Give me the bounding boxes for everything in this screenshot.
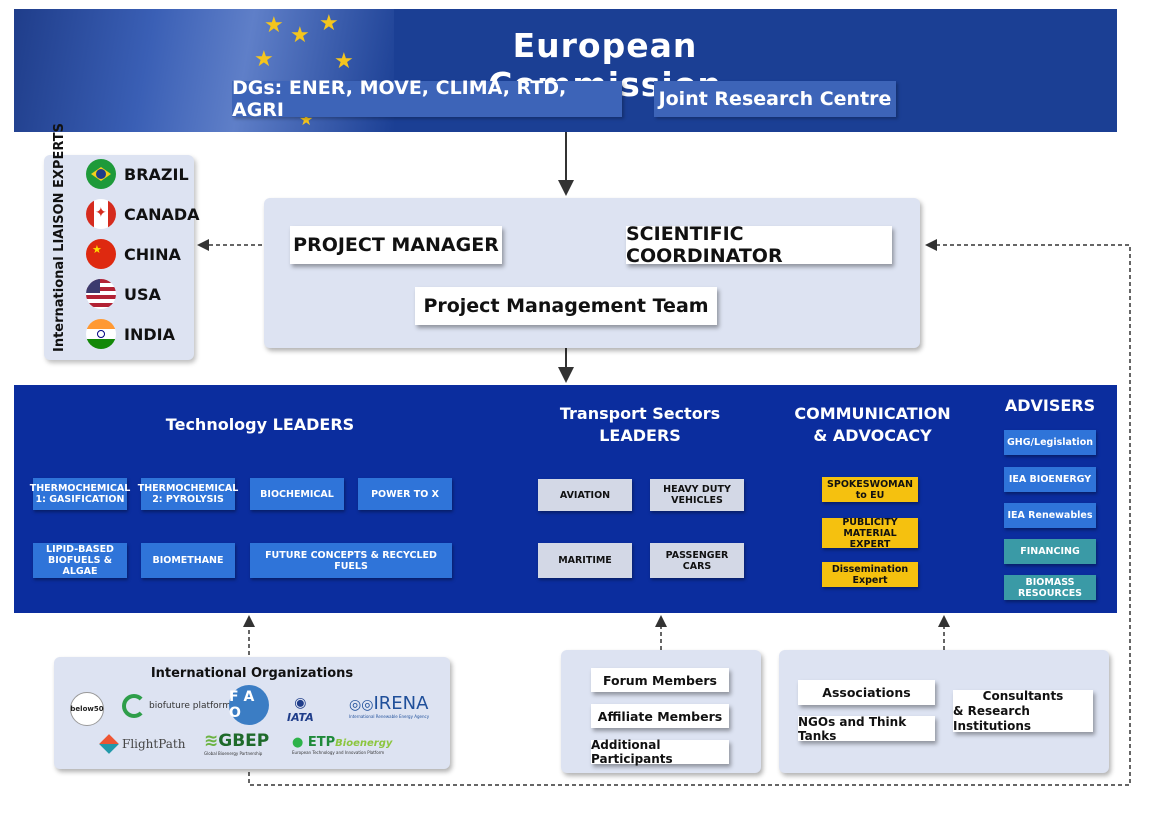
tech-item: POWER TO X — [358, 478, 452, 510]
country-china: ★ CHINA — [86, 239, 200, 269]
logo-area: below50 biofuture platform F A O ◉ IATA … — [54, 657, 450, 769]
country-brazil: BRAZIL — [86, 159, 200, 189]
china-flag-icon: ★ — [86, 239, 116, 269]
etp-logo: ● ETPBioenergy European Technology and I… — [292, 735, 392, 755]
flightpath-logo: FlightPath — [99, 734, 186, 754]
dgs-box: DGs: ENER, MOVE, CLIMA, RTD, AGRI — [232, 77, 622, 121]
tech-item: FUTURE CONCEPTS & RECYCLED FUELS — [250, 543, 452, 578]
scientific-coordinator-box: SCIENTIFIC COORDINATOR — [626, 223, 892, 267]
communication-heading-line2: & ADVOCACY — [813, 426, 932, 445]
country-india: INDIA — [86, 319, 200, 349]
project-management-team-box: Project Management Team — [415, 287, 717, 325]
international-organizations-heading: International Organizations — [150, 666, 354, 681]
consultants-line2: & Research Institutions — [953, 703, 1032, 733]
project-manager-box: PROJECT MANAGER — [290, 226, 502, 264]
adviser-item: FINANCING — [1004, 539, 1096, 564]
iata-logo: ◉ IATA — [287, 695, 314, 724]
tech-item: LIPID-BASED BIOFUELS & ALGAE — [33, 543, 127, 578]
country-name: USA — [124, 284, 161, 304]
transport-item: MARITIME — [538, 543, 632, 578]
communication-item: Dissemination Expert — [822, 562, 918, 587]
transport-item: PASSENGER CARS — [650, 543, 744, 578]
gbep-logo: ≋GBEP Global Bioenergy Partnership — [204, 731, 269, 756]
technology-heading: Technology LEADERS — [165, 415, 355, 434]
transport-heading: Transport Sectors LEADERS — [545, 403, 735, 447]
tech-item: THERMOCHEMICAL 2: PYROLYSIS — [138, 478, 238, 510]
project-management-panel — [264, 198, 920, 348]
communication-heading-line1: COMMUNICATION — [794, 404, 951, 423]
below50-logo: below50 — [70, 692, 104, 726]
transport-heading-line1: Transport Sectors — [559, 404, 721, 423]
consultants-box: Consultants & Research Institutions — [953, 688, 1093, 733]
gbep-subtext: Global Bioenergy Partnership — [204, 751, 263, 756]
biofuture-logo: biofuture platform — [122, 691, 231, 721]
biofuture-swirl-icon — [122, 694, 146, 718]
biofuture-text: biofuture platform — [149, 701, 231, 711]
tech-item: THERMOCHEMICAL 1: GASIFICATION — [30, 478, 130, 510]
iata-text: IATA — [287, 711, 314, 724]
tech-item: BIOMETHANE — [141, 543, 235, 578]
irena-subtext: International Renewable Energy Agency — [349, 714, 430, 719]
india-flag-icon — [86, 319, 116, 349]
brazil-flag-icon — [86, 159, 116, 189]
adviser-item: GHG/Legislation — [1004, 430, 1096, 455]
fao-logo: F A O — [229, 685, 269, 725]
iata-globe-icon: ◉ — [294, 695, 307, 711]
adviser-item: BIOMASS RESOURCES — [1004, 575, 1096, 600]
etp-mark: ● ETPBioenergy — [292, 735, 393, 750]
country-name: BRAZIL — [124, 164, 189, 184]
communication-heading: COMMUNICATION & ADVOCACY — [790, 403, 955, 447]
advisers-heading: ADVISERS — [1004, 396, 1096, 415]
usa-flag-icon — [86, 279, 116, 309]
irena-mark: ◎◎IRENA — [349, 693, 429, 714]
tech-item: BIOCHEMICAL — [250, 478, 344, 510]
country-usa: USA — [86, 279, 200, 309]
jrc-box: Joint Research Centre — [654, 81, 896, 117]
transport-heading-line2: LEADERS — [599, 426, 681, 445]
country-name: CANADA — [124, 204, 200, 224]
country-list: BRAZIL ✦ CANADA ★ CHINA USA INDIA — [86, 159, 200, 349]
country-name: INDIA — [124, 324, 175, 344]
country-canada: ✦ CANADA — [86, 199, 200, 229]
consultants-line1: Consultants — [982, 688, 1064, 703]
gbep-mark: ≋GBEP — [204, 731, 270, 751]
flightpath-diamond-icon — [99, 734, 119, 754]
transport-item: AVIATION — [538, 479, 632, 511]
communication-item: PUBLICITY MATERIAL EXPERT — [822, 517, 918, 550]
ngos-box: NGOs and Think Tanks — [798, 715, 935, 743]
transport-item: HEAVY DUTY VEHICLES — [650, 479, 744, 511]
adviser-item: IEA Renewables — [1004, 503, 1096, 528]
liaison-label: International LIAISON EXPERTS — [52, 123, 67, 352]
affiliate-members-box: Affiliate Members — [591, 704, 729, 728]
feedback-loop-line — [248, 239, 1131, 786]
country-name: CHINA — [124, 244, 181, 264]
associations-box: Associations — [798, 680, 935, 705]
irena-logo: ◎◎IRENA International Renewable Energy A… — [349, 693, 429, 719]
canada-flag-icon: ✦ — [86, 199, 116, 229]
etp-subtext: European Technology and Innovation Platf… — [292, 750, 385, 755]
flightpath-text: FlightPath — [122, 737, 186, 751]
liaison-panel — [44, 155, 194, 360]
adviser-item: IEA BIOENERGY — [1004, 467, 1096, 492]
additional-participants-box: Additional Participants — [591, 738, 729, 766]
forum-members-box: Forum Members — [591, 668, 729, 692]
communication-item: SPOKESWOMAN to EU — [822, 477, 918, 502]
